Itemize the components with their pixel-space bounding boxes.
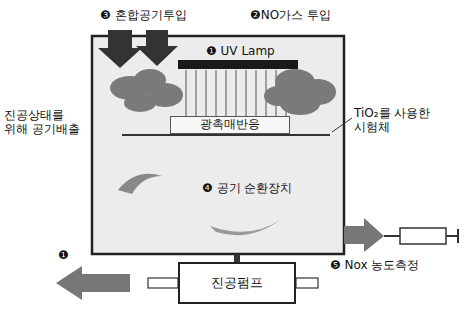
uv-lamp: [178, 60, 298, 69]
uv-ray: [256, 70, 257, 118]
inlet-label: ❷NO가스 투입: [250, 8, 331, 22]
uv-ray: [236, 70, 237, 118]
measurement-label: ❺ Nox 농도측정: [330, 258, 419, 272]
inflow-arrows: [98, 30, 178, 68]
reaction-chamber: ❶ UV Lamp ❹ 공기 순환장치 광촉매반응: [92, 36, 344, 254]
gas-cloud: [110, 69, 336, 115]
specimen-plate: 광촉매반응: [170, 116, 290, 134]
uv-ray: [196, 70, 197, 118]
node-text: 광촉매반응: [198, 118, 262, 132]
syringe-plunger: [446, 235, 458, 237]
pipe-connector: [234, 254, 240, 262]
outlet-arrow: [344, 218, 384, 252]
specimen-plate: [122, 134, 330, 136]
exhaust-label: 진공상태를 위해 공기배출: [4, 108, 90, 137]
uv-ray: [216, 70, 217, 118]
callout-number: ❶: [58, 248, 69, 262]
syringe-plunger: [457, 229, 459, 243]
uv-ray: [206, 70, 207, 118]
leader-line: [332, 118, 352, 132]
pump-box: 진공펌프: [178, 262, 296, 304]
tube: [384, 235, 400, 237]
uv-ray: [186, 70, 187, 118]
node-text: 진공펌프: [209, 276, 265, 291]
chamber-wall: [92, 36, 344, 254]
pump-pipe: [296, 278, 318, 288]
uv-ray: [246, 70, 247, 118]
specimen-label: TiO₂를 사용한 시험체: [354, 106, 454, 135]
exhaust-arrow: [56, 266, 130, 300]
node-text: ❹ 공기 순환장치: [200, 182, 294, 196]
node-text: ❶ UV Lamp: [204, 45, 277, 59]
fan: [210, 220, 280, 235]
inlet-label: ❸ 혼합공기투입: [100, 8, 187, 22]
uv-ray: [226, 70, 227, 118]
fan: [118, 174, 162, 194]
syringe: [400, 228, 446, 244]
pump-pipe: [148, 278, 178, 288]
